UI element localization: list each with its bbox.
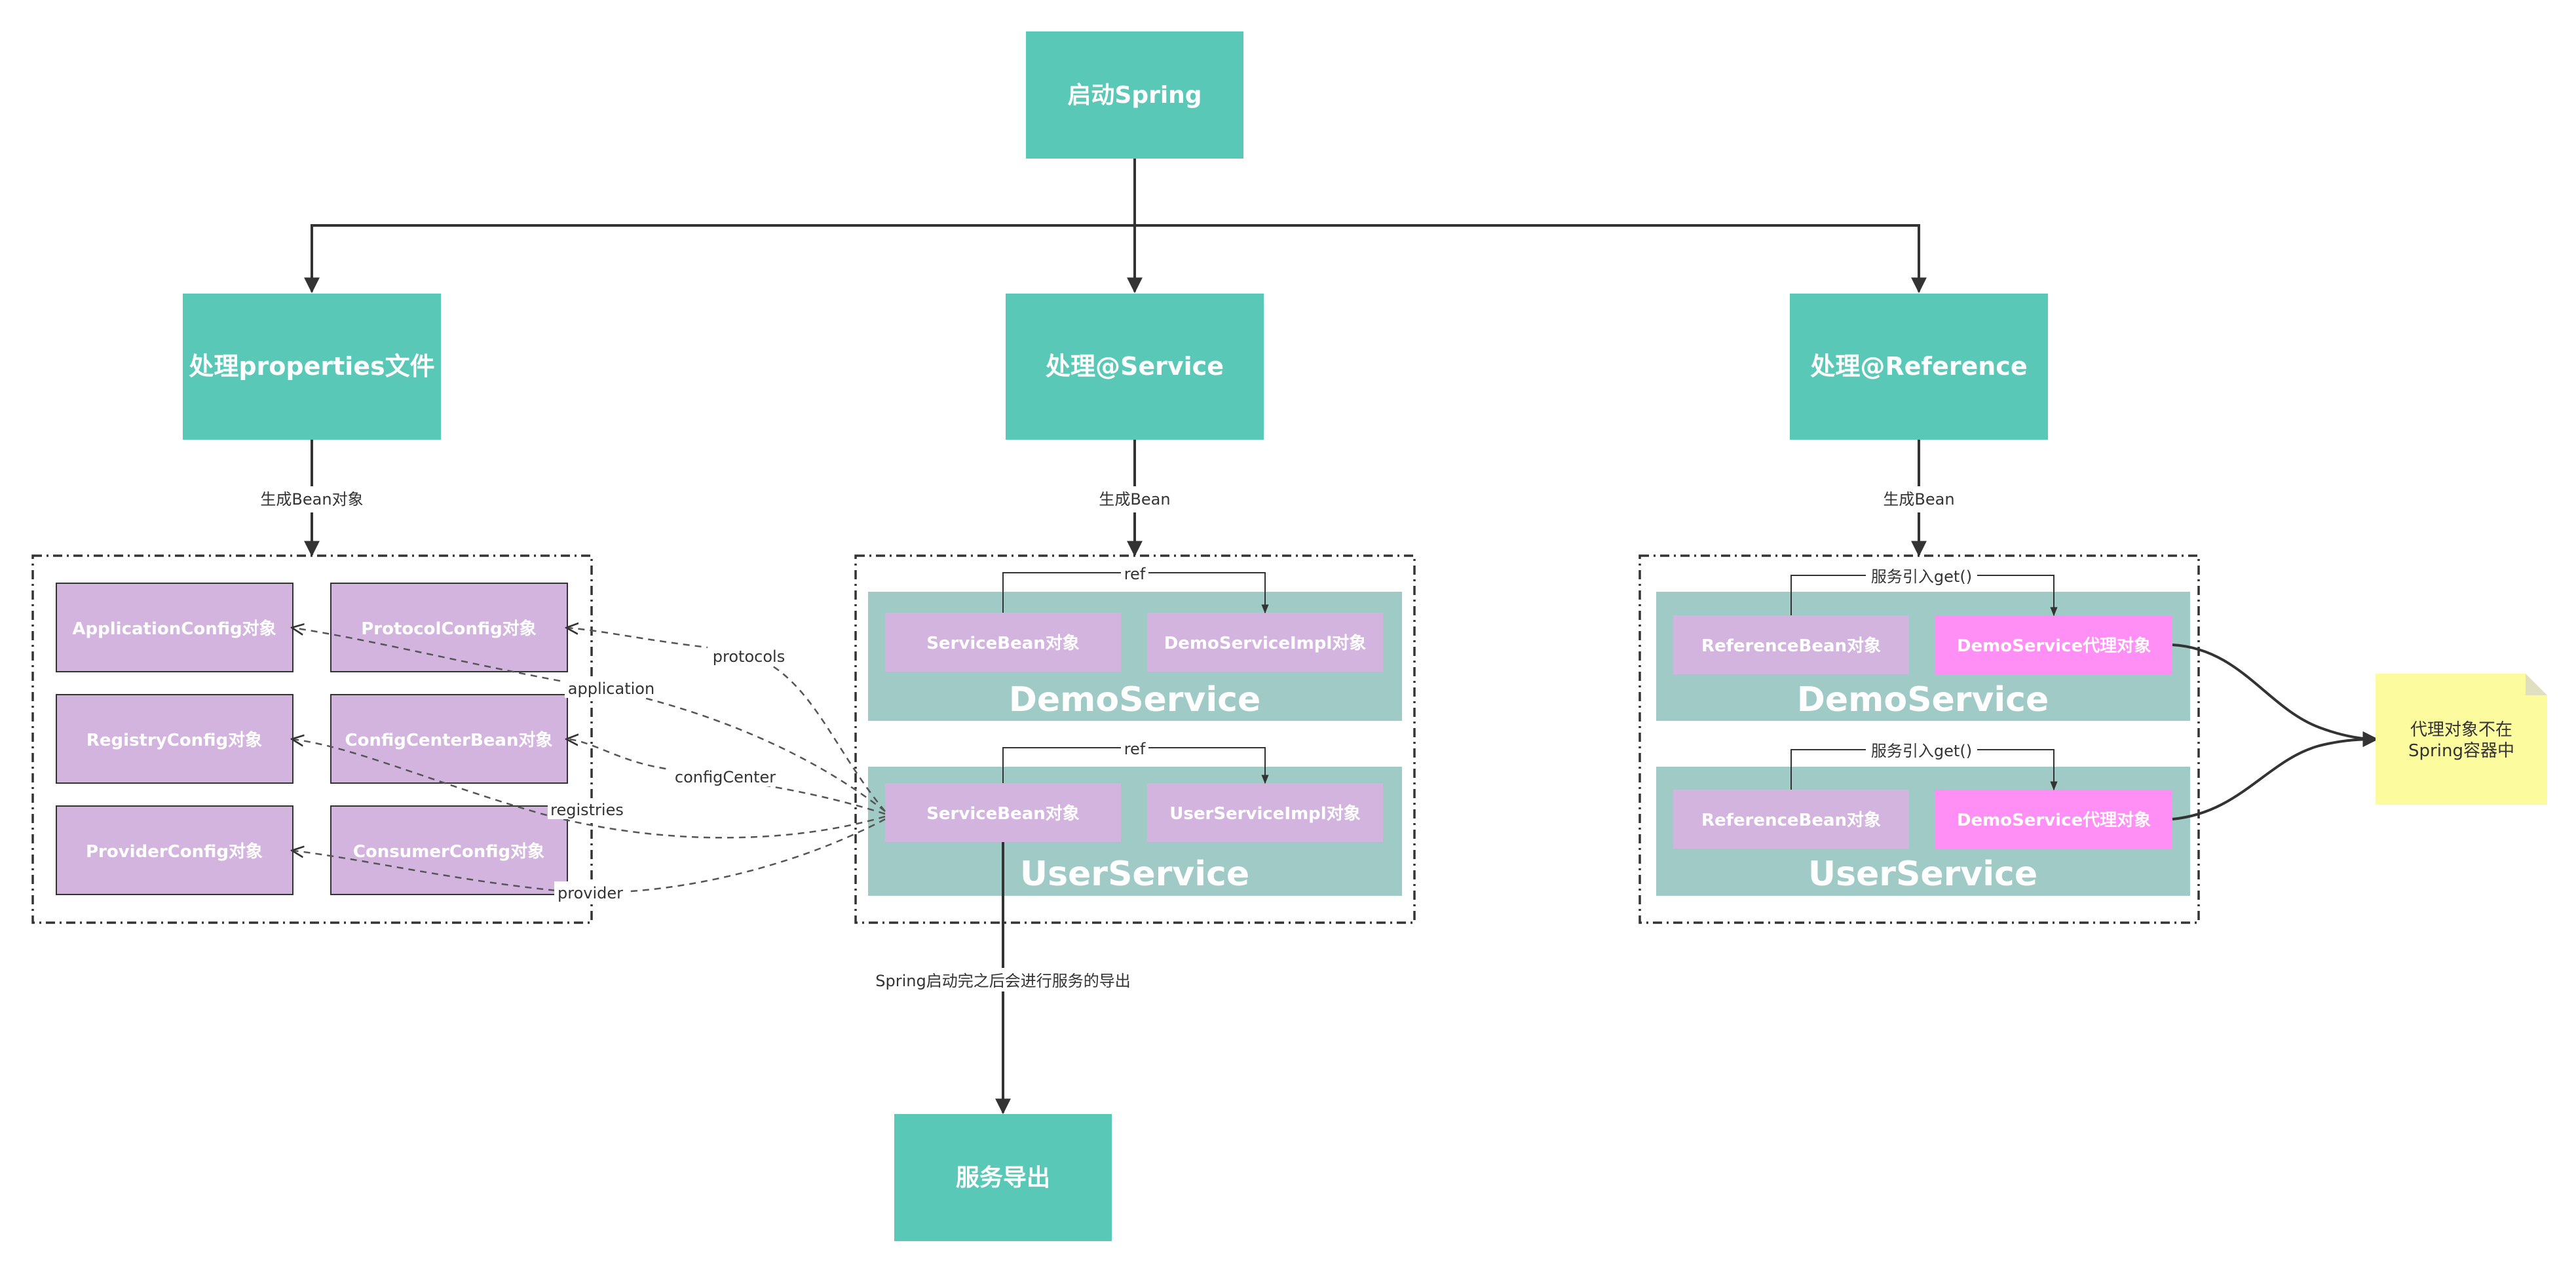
tree-connectors (304, 159, 1927, 294)
edge-label-gen-bean-reference: 生成Bean (1883, 490, 1954, 509)
reference-beans-container (1638, 554, 2200, 924)
edge-label-gen-bean-service: 生成Bean (1099, 490, 1170, 509)
node-process-service-label: 处理@Service (1046, 352, 1224, 381)
node-process-properties-label: 处理properties文件 (189, 352, 434, 381)
proxy-note-edges (2172, 644, 2379, 820)
export-edge: Spring启动完之后会进行服务的导出 (863, 842, 1143, 1115)
provider-config-object: ProviderConfig对象 (86, 841, 263, 862)
edge-label-provider: provider (558, 884, 623, 902)
node-process-service: 处理@Service (1006, 294, 1264, 440)
service-import-get-label: 服务引入get() (1871, 568, 1972, 586)
service-group-demo: ServiceBean对象 DemoServiceImpl对象 ref Demo… (868, 565, 1402, 721)
node-process-reference: 处理@Reference (1790, 294, 2048, 440)
edge-label-protocols: protocols (713, 647, 785, 666)
ref-label: ref (1124, 565, 1146, 583)
application-config-object: ApplicationConfig对象 (72, 619, 276, 639)
reference-group-demo: ReferenceBean对象 DemoService代理对象 服务引入get(… (1656, 566, 2190, 721)
registry-config-object: RegistryConfig对象 (86, 730, 262, 750)
service-group-user: ServiceBean对象 UserServiceImpl对象 ref User… (868, 740, 1402, 896)
service-group-title: UserService (1020, 855, 1249, 894)
node-process-reference-label: 处理@Reference (1810, 352, 2027, 381)
service-import-get-label: 服务引入get() (1871, 742, 1972, 760)
demo-service-impl-object: DemoServiceImpl对象 (1164, 633, 1367, 653)
generate-bean-edges: 生成Bean对象 生成Bean 生成Bean (252, 440, 1962, 557)
service-beans-container (854, 554, 1416, 924)
user-service-impl-object: UserServiceImpl对象 (1169, 803, 1360, 824)
proxy-note-line-1: 代理对象不在 (2410, 720, 2512, 740)
reference-bean-object: ReferenceBean对象 (1701, 810, 1881, 830)
demo-service-proxy-object: DemoService代理对象 (1957, 810, 2151, 830)
demo-service-proxy-object: DemoService代理对象 (1957, 636, 2151, 656)
edge-label-export-note: Spring启动完之后会进行服务的导出 (875, 972, 1130, 990)
edge-label-application: application (568, 680, 654, 698)
protocol-config-object: ProtocolConfig对象 (361, 619, 537, 639)
edge-label-config-center: configCenter (675, 768, 776, 786)
config-center-bean-object: ConfigCenterBean对象 (345, 730, 553, 750)
node-start-spring-label: 启动Spring (1067, 82, 1202, 109)
config-objects-container (31, 554, 593, 924)
service-bean-object: ServiceBean对象 (926, 803, 1080, 824)
reference-group-user: ReferenceBean对象 DemoService代理对象 服务引入get(… (1656, 741, 2190, 896)
proxy-note-line-2: Spring容器中 (2408, 741, 2514, 761)
reference-group-title: DemoService (1797, 680, 2049, 720)
reference-group-title: UserService (1808, 855, 2037, 894)
edge-label-gen-bean-object: 生成Bean对象 (260, 490, 363, 509)
node-service-export-label: 服务导出 (956, 1164, 1050, 1191)
config-dependency-edges: protocols application configCenter regis… (293, 628, 886, 902)
edge-label-registries: registries (550, 801, 624, 819)
ref-label: ref (1124, 740, 1146, 758)
node-start-spring: 启动Spring (1026, 31, 1243, 159)
consumer-config-object: ConsumerConfig对象 (353, 841, 544, 862)
service-bean-object: ServiceBean对象 (926, 633, 1080, 653)
node-service-export: 服务导出 (894, 1114, 1112, 1241)
proxy-note: 代理对象不在 Spring容器中 (2376, 674, 2547, 805)
reference-bean-object: ReferenceBean对象 (1701, 636, 1881, 656)
config-objects: ApplicationConfig对象 ProtocolConfig对象 Reg… (56, 583, 568, 895)
node-process-properties: 处理properties文件 (183, 294, 441, 440)
service-group-title: DemoService (1009, 680, 1261, 720)
